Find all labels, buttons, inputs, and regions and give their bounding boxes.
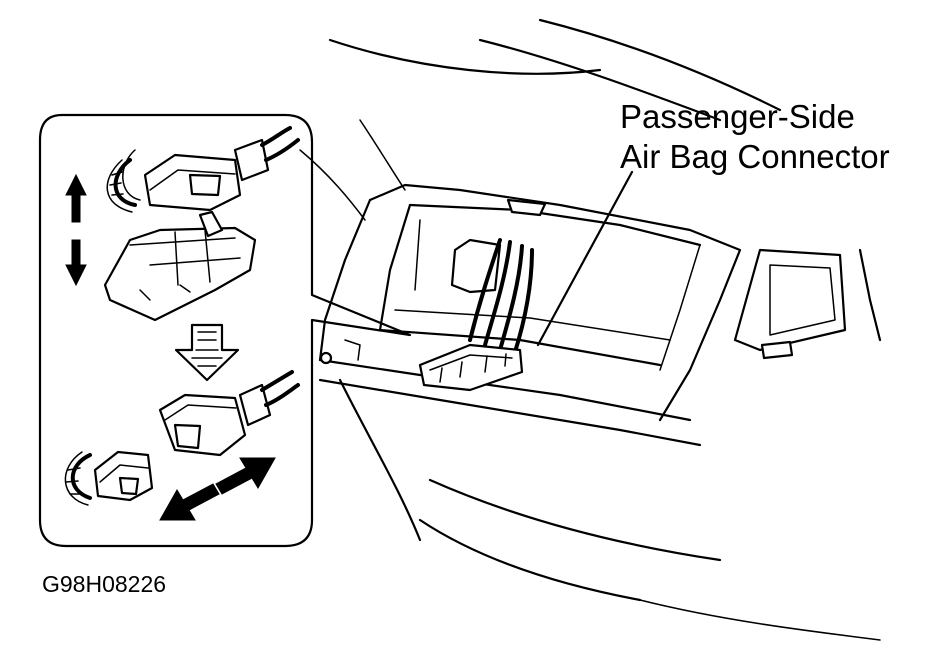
figure-code: G98H08226 <box>42 571 167 597</box>
dashboard-drawing <box>299 18 882 641</box>
detail-inset-panel <box>38 113 412 548</box>
inset-down-arrow <box>174 323 240 382</box>
installed-connector-drawing <box>418 238 534 392</box>
callout-label-line-2: Air Bag Connector <box>620 138 890 175</box>
callout-leader-line <box>536 170 634 347</box>
callout-label-line-1: Passenger-Side <box>620 98 855 135</box>
inset-connector-connect <box>64 370 300 521</box>
inset-connector-disconnect <box>65 126 300 322</box>
